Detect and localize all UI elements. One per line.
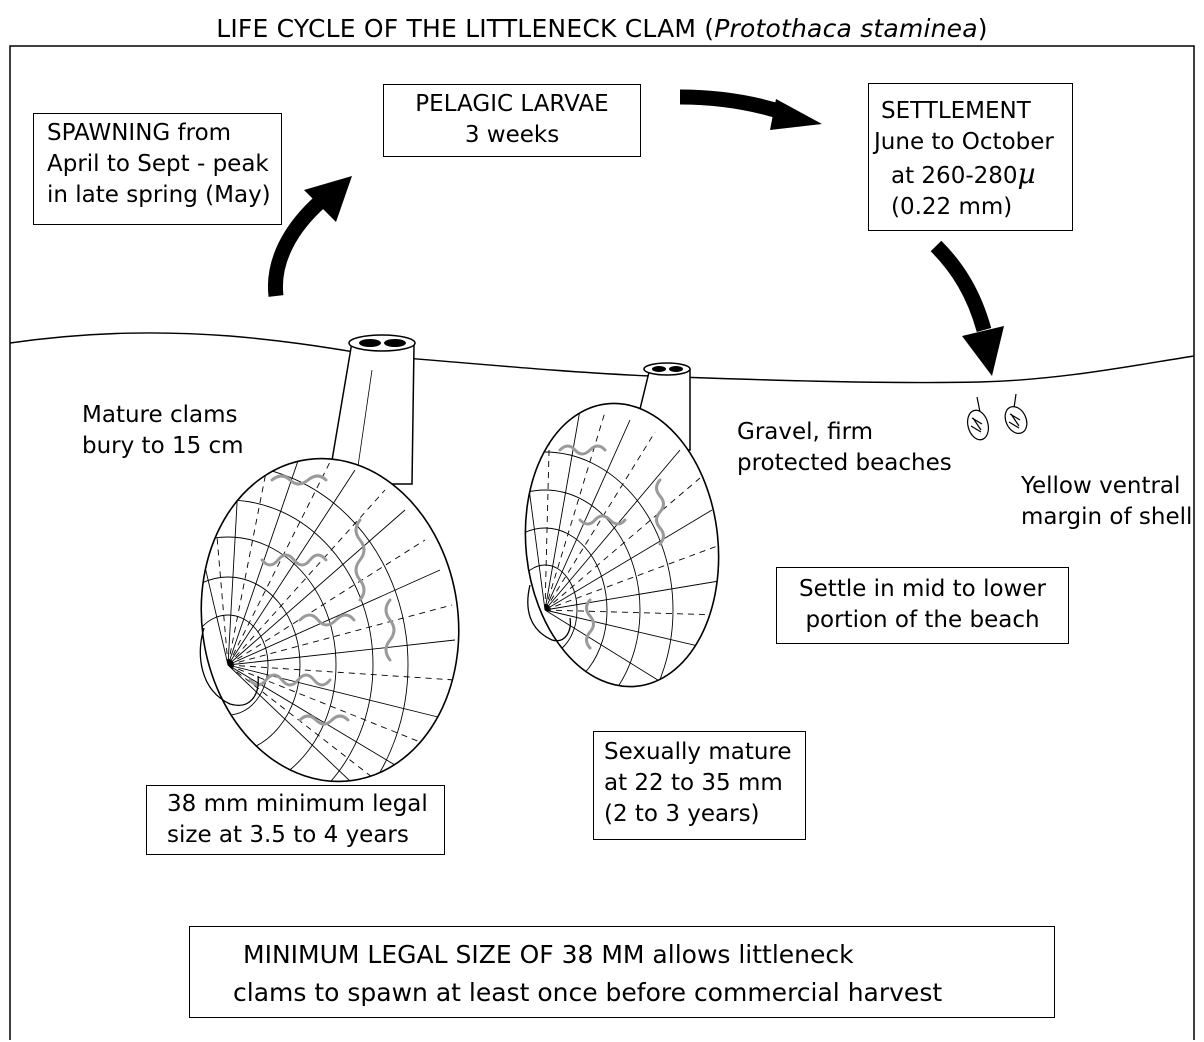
pelagic-larvae-box: PELAGIC LARVAE 3 weeks	[383, 84, 641, 157]
mature-clams-line-1: Mature clams	[82, 400, 244, 431]
legal-size-line-1: 38 mm minimum legal	[167, 789, 444, 820]
habitat-line-2: protected beaches	[737, 448, 952, 479]
spawning-line-3: in late spring (May)	[47, 180, 281, 211]
settlement-size-text: at 260-280	[891, 163, 1018, 189]
settle-zone-line-2: portion of the beach	[777, 605, 1068, 636]
spawning-line-2: April to Sept - peak	[47, 149, 281, 180]
spawning-box: SPAWNING from April to Sept - peak in la…	[33, 113, 282, 225]
sexually-mature-line-3: (2 to 3 years)	[604, 799, 805, 830]
habitat-line-1: Gravel, firm	[737, 417, 952, 448]
habitat-label: Gravel, firm protected beaches	[737, 417, 952, 479]
pelagic-line-1: PELAGIC LARVAE	[384, 89, 640, 120]
diagram-title: LIFE CYCLE OF THE LITTLENECK CLAM (Proto…	[0, 14, 1204, 43]
arrow-spawning-to-larvae-icon	[275, 176, 352, 296]
title-close: )	[978, 14, 988, 43]
title-main: LIFE CYCLE OF THE LITTLENECK CLAM (	[216, 14, 714, 43]
settlement-box: SETTLEMENT June to October at 260-280µ (…	[868, 83, 1073, 231]
micron-unit: µ	[1018, 157, 1036, 190]
mature-clams-label: Mature clams bury to 15 cm	[82, 400, 244, 462]
pelagic-line-2: 3 weeks	[384, 120, 640, 151]
settle-zone-box: Settle in mid to lower portion of the be…	[776, 567, 1069, 644]
sexually-mature-box: Sexually mature at 22 to 35 mm (2 to 3 y…	[593, 731, 806, 840]
yellow-margin-label: Yellow ventral margin of shell	[1021, 471, 1192, 533]
arrow-settlement-to-beach-icon	[936, 246, 1004, 376]
young-clam-illustration	[417, 363, 732, 768]
minimum-legal-size-note-box: MINIMUM LEGAL SIZE OF 38 MM allows littl…	[189, 926, 1055, 1018]
legal-size-line-2: size at 3.5 to 4 years	[167, 820, 444, 851]
note-line-2: clams to spawn at least once before comm…	[190, 974, 1054, 1012]
settlement-line-3: at 260-280µ	[877, 158, 1072, 192]
sexually-mature-line-1: Sexually mature	[604, 737, 805, 768]
arrow-larvae-to-settlement-icon	[680, 97, 822, 130]
sexually-mature-line-2: at 22 to 35 mm	[604, 768, 805, 799]
settle-zone-line-1: Settle in mid to lower	[777, 574, 1068, 605]
legal-size-box: 38 mm minimum legal size at 3.5 to 4 yea…	[146, 785, 445, 855]
yellow-margin-line-1: Yellow ventral	[1021, 471, 1192, 502]
settlement-line-1: SETTLEMENT	[877, 96, 1072, 127]
settlement-line-4: (0.22 mm)	[877, 192, 1072, 223]
note-line-1: MINIMUM LEGAL SIZE OF 38 MM allows littl…	[190, 936, 1054, 974]
beach-surface-line	[10, 333, 1194, 383]
title-species-name: Protothaca staminea	[714, 14, 978, 43]
settlement-line-2: June to October	[874, 127, 1072, 158]
juvenile-clam-spat-illustration	[964, 394, 1031, 442]
spawning-line-1: SPAWNING from	[47, 118, 281, 149]
mature-clams-line-2: bury to 15 cm	[82, 431, 244, 462]
yellow-margin-line-2: margin of shell	[1021, 502, 1192, 533]
